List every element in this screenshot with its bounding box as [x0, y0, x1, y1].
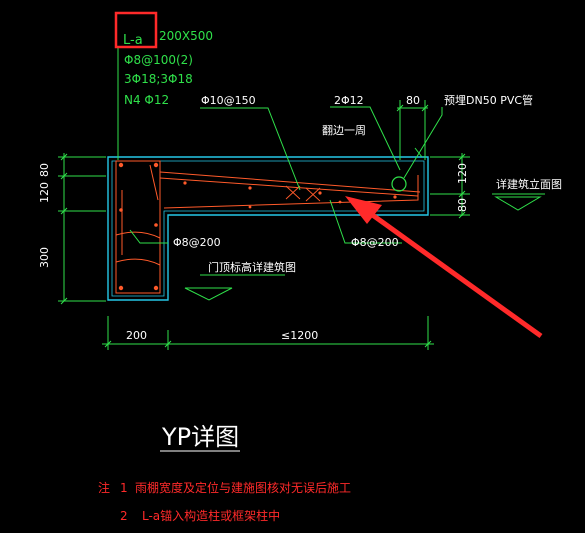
concrete-outline [107, 156, 429, 301]
elevation-note: 详建筑立面图 [496, 177, 562, 191]
bar-cross-marks [285, 185, 321, 202]
beam-stirrup: Φ8@100(2) [124, 53, 193, 67]
beam-mark: L-a [123, 33, 143, 48]
dim-bottom-right: ≤1200 [281, 329, 318, 342]
dim-bottom-left: 200 [126, 329, 147, 342]
dim-right-top: 120 [456, 163, 469, 184]
highlight-box [114, 11, 158, 49]
dimension-lines [58, 47, 545, 350]
note-2-number: 2 [120, 509, 128, 523]
note-1-number: 1 [120, 481, 128, 495]
notes-prefix: 注 [98, 480, 110, 495]
door-note: 门顶标高详建筑图 [208, 260, 296, 274]
note-2-text: L-a锚入构造柱或框架柱中 [142, 508, 280, 523]
slab-bar-label: Φ10@150 [201, 94, 256, 107]
dim-left-mid: 120 [38, 182, 51, 203]
beam-section: 200X500 [159, 29, 213, 43]
top-bar-label: 2Φ12 [334, 94, 364, 107]
drawing-title: YP详图 [161, 423, 239, 451]
dim-left-bottom: 300 [38, 247, 51, 268]
rebar-dots [118, 162, 397, 291]
beam-side-bars: N4 Φ12 [124, 93, 169, 107]
beam-main-bars: 3Φ18;3Φ18 [124, 72, 193, 86]
dim-left-top: 80 [38, 163, 51, 177]
right-dist-label: Φ8@200 [351, 236, 399, 249]
left-dist-label: Φ8@200 [173, 236, 221, 249]
rebar-lines [115, 160, 421, 294]
pipe-dim-label: 80 [406, 94, 420, 107]
red-arrow [345, 196, 543, 339]
note-1-text: 雨棚宽度及定位与建施图核对无误后施工 [135, 480, 351, 495]
pvc-pipe-symbol [391, 176, 407, 192]
dim-right-bottom: 80 [456, 198, 469, 212]
pipe-note: 预埋DN50 PVC管 [444, 93, 533, 107]
bent-note: 翻边一周 [322, 123, 366, 137]
